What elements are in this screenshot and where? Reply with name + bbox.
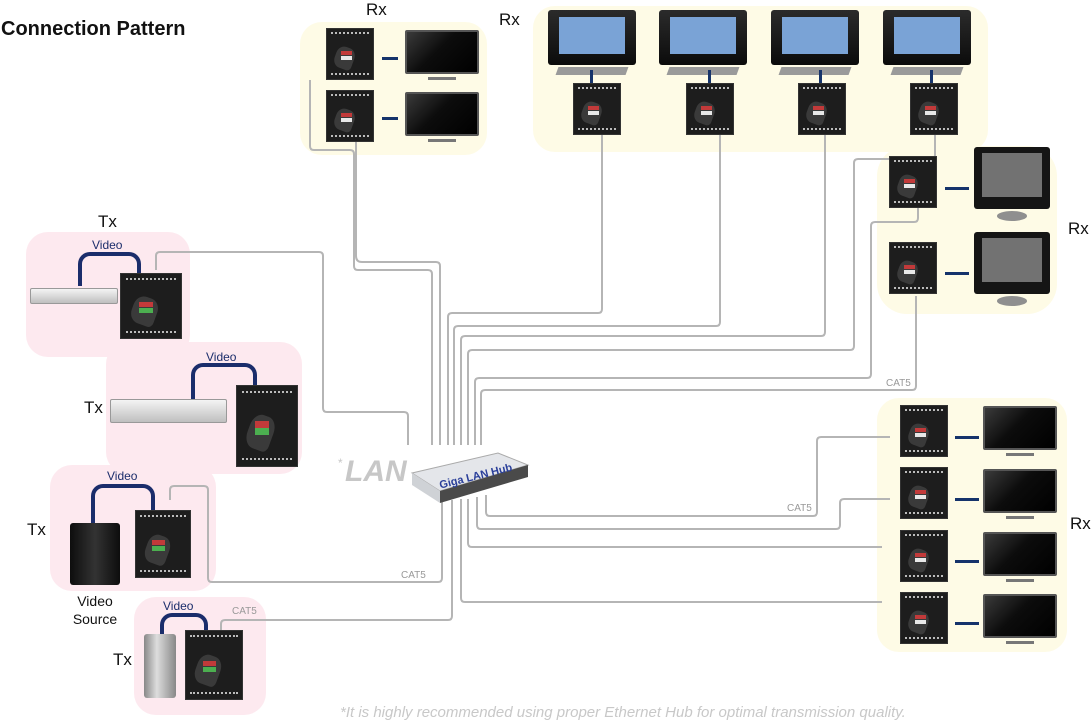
tx-transmitter-unit: [120, 273, 182, 339]
video-source-caption: Video Source: [72, 593, 118, 627]
lcd-monitor-icon: [974, 147, 1050, 221]
cat5-cable: [220, 500, 453, 633]
cat5-cable: [467, 499, 882, 548]
rx-label: Rx: [366, 0, 387, 19]
rx-receiver-unit: [798, 83, 846, 135]
plasma-tv-icon: [771, 10, 859, 75]
cat5-cable: [169, 485, 443, 583]
tx-transmitter-unit: [135, 510, 191, 578]
hdmi-link: [955, 560, 979, 563]
plasma-tv-icon: [659, 10, 747, 75]
flat-tv-icon: [983, 532, 1057, 582]
cat5-cable: [467, 134, 936, 445]
video-link-label: Video: [206, 350, 237, 364]
cat5-label: CAT5: [401, 570, 426, 581]
rx-receiver-unit: [889, 156, 937, 208]
rx-label: Rx: [1068, 219, 1089, 238]
rx-label: Rx: [1070, 514, 1091, 533]
lcd-monitor-icon: [974, 232, 1050, 306]
footnote: *It is highly recommended using proper E…: [340, 704, 906, 721]
hdmi-link: [955, 436, 979, 439]
tx-transmitter-unit: [185, 630, 243, 700]
video-link-label: Video: [163, 599, 194, 613]
hdmi-link: [382, 117, 398, 120]
hdmi-link: [382, 57, 398, 60]
cat5-cable: [476, 497, 890, 530]
page-title: Connection Pattern: [1, 18, 186, 40]
cat5-cable: [460, 499, 882, 603]
cat5-cable: [447, 134, 603, 445]
plasma-tv-icon: [883, 10, 971, 75]
flat-tv-icon: [983, 406, 1057, 456]
cat5-cable: [485, 436, 890, 517]
rx-receiver-unit: [889, 242, 937, 294]
rx-receiver-unit: [900, 405, 948, 457]
hdmi-link: [708, 70, 711, 83]
rx-receiver-unit: [900, 530, 948, 582]
flat-tv-icon: [983, 594, 1057, 644]
flat-tv-icon: [405, 92, 479, 142]
rx-receiver-unit: [686, 83, 734, 135]
tx-label: Tx: [27, 520, 46, 539]
cat5-cable: [460, 134, 826, 445]
dvd-player-icon: [110, 399, 227, 423]
lan-asterisk: *: [338, 456, 343, 470]
tx-label: Tx: [98, 212, 117, 231]
rx-receiver-unit: [573, 83, 621, 135]
pc-tower-icon: [144, 634, 176, 698]
cat5-cable: [474, 206, 919, 445]
hdmi-link: [955, 498, 979, 501]
hdmi-link: [945, 187, 969, 190]
plasma-tv-icon: [548, 10, 636, 75]
cat5-cable: [480, 296, 917, 445]
video-cable: [160, 613, 208, 637]
rx-label: Rx: [499, 10, 520, 29]
rx-receiver-unit: [326, 90, 374, 142]
lan-label: LAN: [345, 455, 407, 488]
cat5-label: CAT5: [787, 503, 812, 514]
hdmi-link: [590, 70, 593, 83]
dvd-player-icon: [30, 288, 118, 304]
cat5-cable: [155, 251, 409, 445]
rx-receiver-unit: [326, 28, 374, 80]
cat5-cable: [453, 134, 721, 445]
hdmi-link: [945, 272, 969, 275]
cat5-cable: [355, 140, 441, 445]
video-link-label: Video: [107, 469, 138, 483]
game-console-icon: [70, 523, 120, 585]
video-link-label: Video: [92, 238, 123, 252]
tx-label: Tx: [84, 398, 103, 417]
flat-tv-icon: [405, 30, 479, 80]
flat-tv-icon: [983, 469, 1057, 519]
video-cable: [191, 363, 257, 399]
hdmi-link: [930, 70, 933, 83]
cat5-cable: [309, 80, 433, 445]
hdmi-link: [819, 70, 822, 83]
rx-receiver-unit: [910, 83, 958, 135]
rx-receiver-unit: [900, 467, 948, 519]
video-cable: [78, 252, 141, 286]
tx-label: Tx: [113, 650, 132, 669]
hdmi-link: [955, 622, 979, 625]
video-cable: [91, 484, 155, 524]
rx-receiver-unit: [900, 592, 948, 644]
tx-transmitter-unit: [236, 385, 298, 467]
lan-hub-icon: Giga LAN Hub: [410, 452, 530, 503]
cat5-label: CAT5: [886, 378, 911, 389]
cat5-label: CAT5: [232, 606, 257, 617]
